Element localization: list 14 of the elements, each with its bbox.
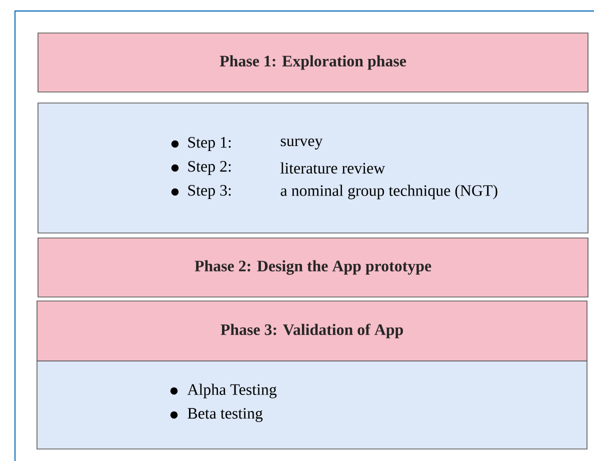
node-label: literature review — [280, 162, 386, 174]
node-label: a nominal group technique (NGT) — [280, 184, 498, 200]
bullet-item: Alpha Testing — [170, 384, 277, 398]
node-label: Step 3: — [188, 185, 231, 199]
phase-box: Phase 1: Exploration phase — [38, 32, 588, 92]
bullet-item: Beta testing — [170, 408, 263, 422]
bullet-item: Step 1: survey — [171, 137, 323, 151]
node-label: Step 2: — [188, 161, 231, 175]
phase-box: Phase 2: Design the App prototype — [38, 238, 588, 298]
node-label: survey — [280, 138, 323, 150]
phase-box: Phase 3: Validation of App — [36, 300, 588, 362]
bullet-item: Step 3: a nominal group technique (NGT) — [171, 184, 498, 200]
bullet-item: Step 2: literature review — [171, 161, 386, 175]
node-label: Step 1: — [188, 137, 231, 151]
